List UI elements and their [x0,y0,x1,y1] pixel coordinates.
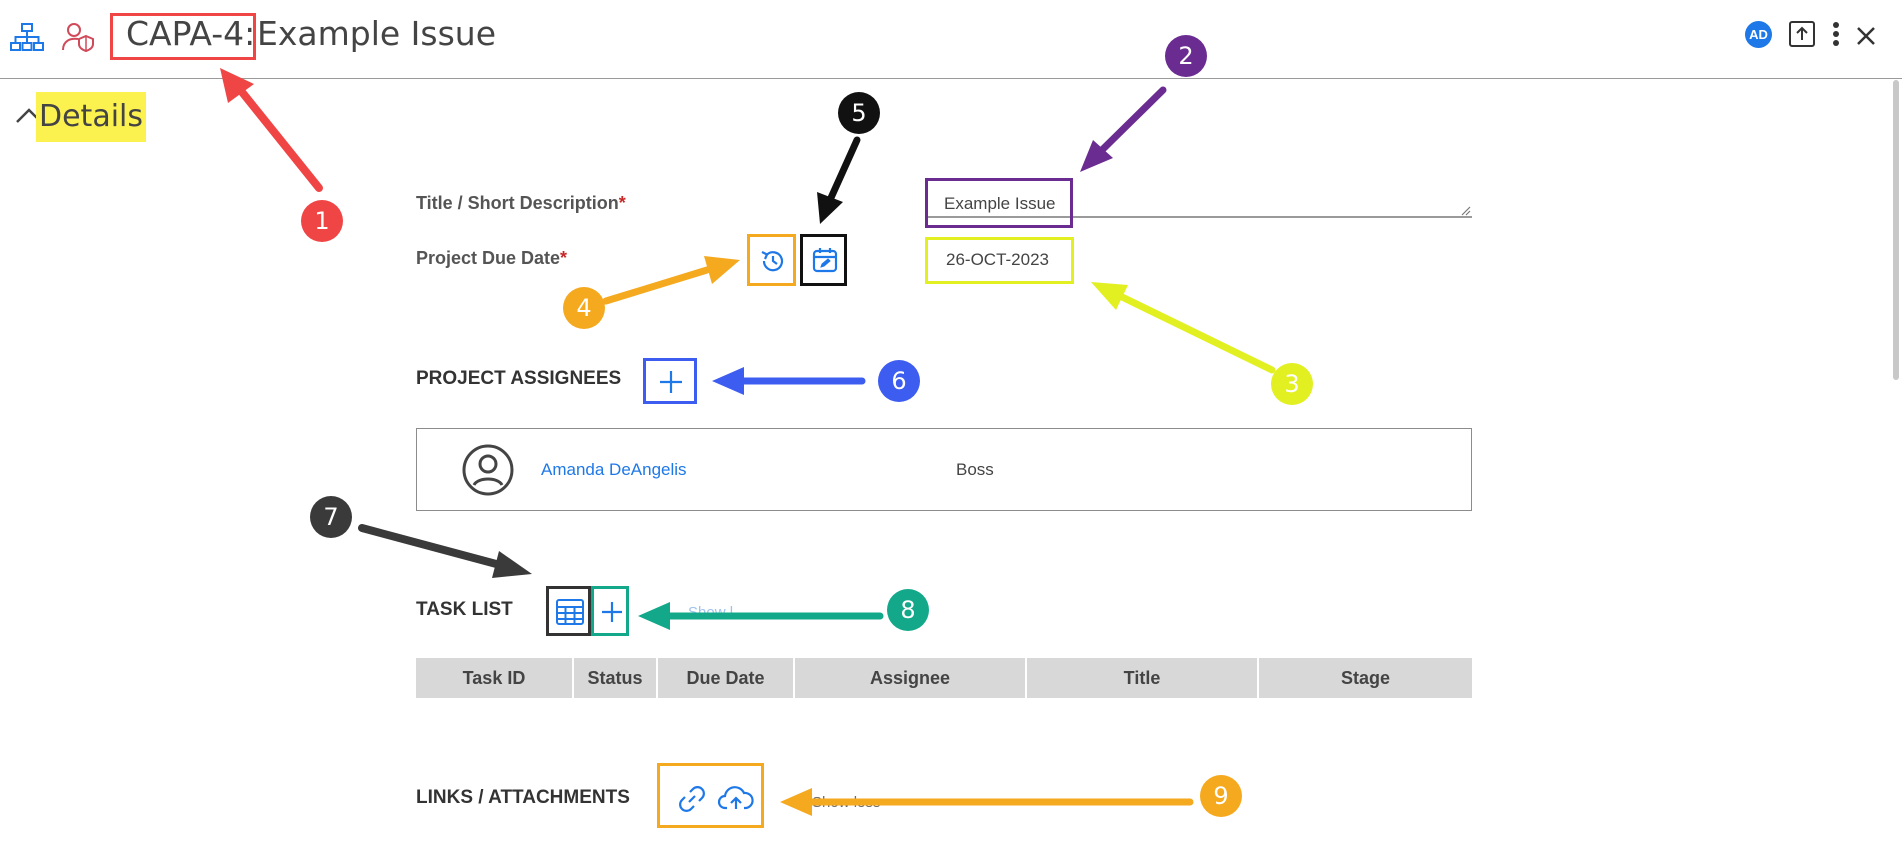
due-date-highlight-box [925,237,1074,284]
details-section-label[interactable]: Details [36,92,147,142]
arrow-3-head [1091,282,1128,310]
callout-2: 2 [1165,35,1207,77]
upload-icon[interactable] [1788,20,1816,48]
callout-1: 1 [301,200,343,242]
callout-5: 5 [838,92,880,134]
calendar-edit-icon [811,246,839,274]
links-actions-box [657,763,764,828]
plus-icon [601,601,623,623]
user-shield-icon[interactable] [62,22,96,53]
arrow-5 [826,136,861,204]
more-vertical-icon[interactable] [1830,20,1842,48]
column-task-id[interactable]: Task ID [416,658,574,698]
due-date-field-label: Project Due Date* [416,248,568,268]
arrow-5-head [817,192,843,224]
links-heading: LINKS / ATTACHMENTS [416,787,630,808]
callout-8: 8 [887,589,929,631]
record-title: Example Issue [257,14,496,53]
record-header [0,0,1902,79]
record-id-highlight-box [110,13,256,60]
scrollbar[interactable] [1893,80,1899,380]
assignee-card: Amanda DeAngelis Boss [416,428,1472,511]
arrow-9-head [780,788,812,816]
arrow-6-head [712,367,744,395]
arrow-2-head [1080,140,1113,172]
table-grid-icon [556,599,584,625]
column-due-date[interactable]: Due Date [658,658,795,698]
callout-3: 3 [1271,363,1313,405]
task-table-header: Task ID Status Due Date Assignee Title S… [416,658,1472,698]
title-field-underline [925,216,1472,218]
arrow-7-head [492,551,532,578]
title-field-highlight-box [925,178,1073,228]
resize-handle-icon[interactable] [1460,205,1471,216]
task-table-view-button[interactable] [546,586,591,636]
column-status[interactable]: Status [574,658,658,698]
plus-icon [659,370,683,394]
callout-4: 4 [563,287,605,329]
arrow-1 [238,88,323,192]
arrow-4 [602,266,711,305]
arrow-2 [1098,86,1167,154]
callout-6: 6 [878,360,920,402]
close-icon[interactable] [1855,25,1877,47]
callout-7: 7 [310,496,352,538]
task-list-heading: TASK LIST [416,599,513,620]
title-field-input[interactable]: Example Issue [944,194,1056,213]
column-assignee[interactable]: Assignee [795,658,1027,698]
arrow-1-head [220,68,254,103]
arrow-4-head [704,256,740,284]
history-button[interactable] [747,234,796,286]
column-title[interactable]: Title [1027,658,1259,698]
due-date-input[interactable]: 26-OCT-2023 [946,250,1049,269]
cloud-upload-icon[interactable] [717,784,754,812]
add-assignee-button[interactable] [643,358,697,404]
arrow-7 [358,524,504,569]
arrow-8-head [638,602,670,630]
assignee-role: Boss [956,460,994,479]
user-avatar-icon [462,444,514,496]
history-icon [759,247,787,275]
assignees-heading: PROJECT ASSIGNEES [416,368,622,389]
arrow-3 [1116,292,1276,374]
edit-date-button[interactable] [800,234,847,286]
title-field-label: Title / Short Description* [416,193,626,213]
assignee-name-link[interactable]: Amanda DeAngelis [541,460,687,479]
link-icon[interactable] [677,784,707,814]
column-stage[interactable]: Stage [1340,667,1391,688]
add-task-button[interactable] [591,586,629,636]
record-id: CAPA-4: [126,14,256,53]
callout-9: 9 [1200,775,1242,817]
user-avatar[interactable]: AD [1745,21,1772,48]
hierarchy-icon[interactable] [10,22,44,52]
